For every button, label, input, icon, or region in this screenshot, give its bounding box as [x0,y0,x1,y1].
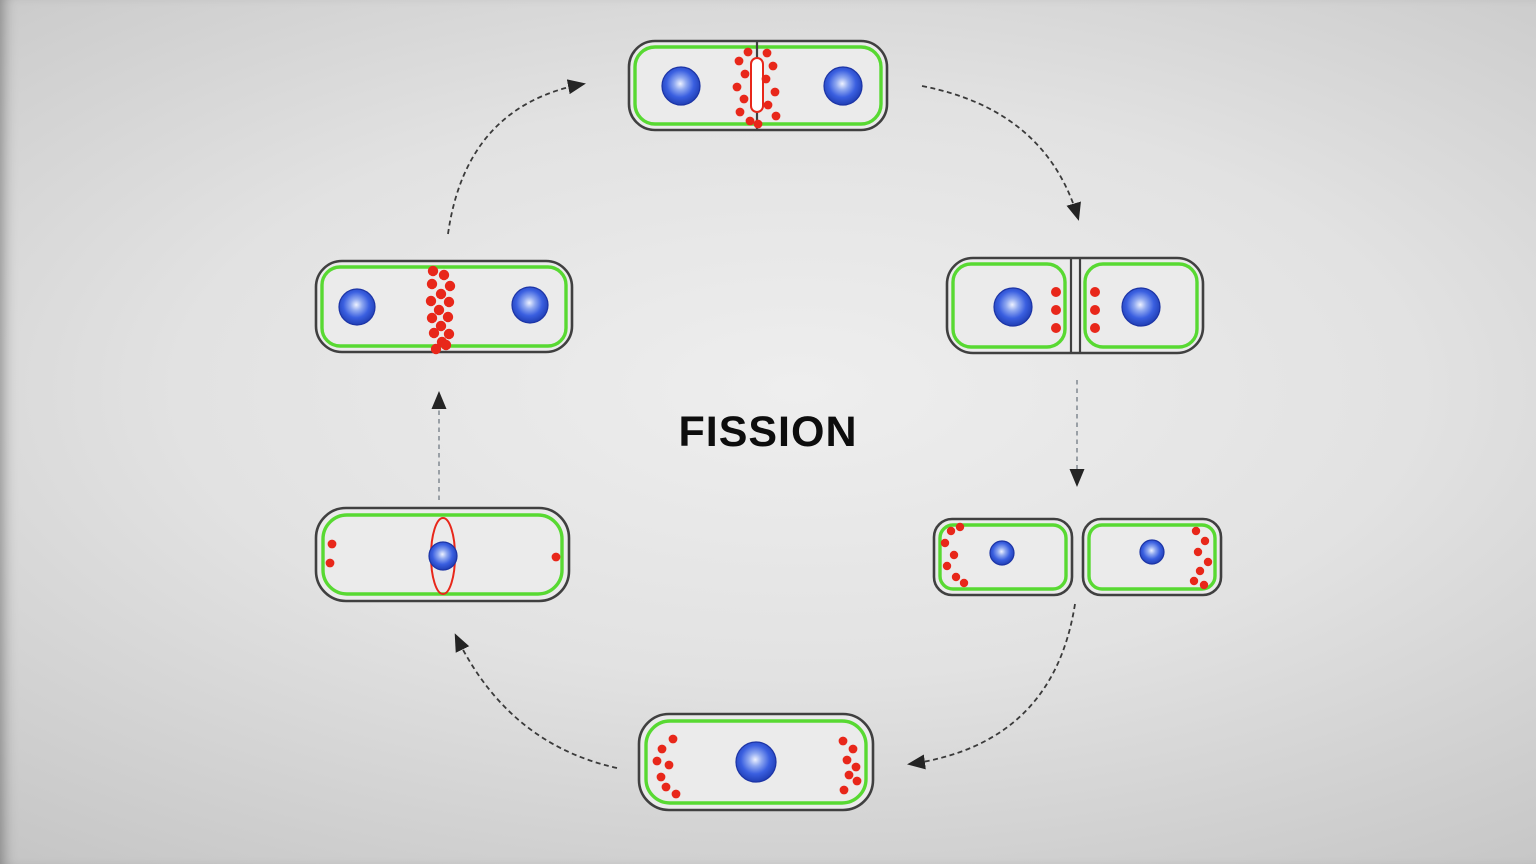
nucleoid-dot [839,785,849,795]
cell-stage-constriction-ring-left [314,506,571,603]
nucleoid-dot [435,288,447,300]
nucleoid-dot [771,111,781,121]
nucleoid-dot [1051,287,1061,297]
arrow-upperleft-to-top [447,79,586,235]
nucleoid-dot [848,744,858,754]
nucleoid-dot [732,82,742,92]
nucleoid-dot [433,304,445,316]
septum-capsule [750,57,764,113]
nucleoid-dot [1191,526,1201,536]
nucleoid-dot [1203,557,1213,567]
nucleus [661,66,701,106]
nucleoid-dot [551,552,561,562]
nucleoid-dot [671,789,681,799]
nucleoid-dot [851,762,861,772]
nucleoid-dot [842,755,852,765]
nucleoid-dot [1090,305,1100,315]
nucleus [993,287,1033,327]
cell-stage-septum-forming-top [627,39,889,132]
nucleoid-dot [949,550,959,560]
nucleoid-dot [1051,323,1061,333]
nucleoid-dot [838,736,848,746]
nucleoid-dot [657,744,667,754]
nucleus [511,286,549,324]
nucleoid-dot [664,760,674,770]
nucleoid-dot [426,312,438,324]
nucleus [735,741,777,783]
nucleoid-dot [652,756,662,766]
nucleoid-dot [735,107,745,117]
nucleoid-dot [753,119,763,129]
cell-stage-two-compartments-right [945,256,1205,355]
nucleus [428,541,458,571]
nucleoid-dot [743,47,753,57]
cell-stage-single-nucleus-bottom [637,712,875,812]
nucleoid-dot [430,343,442,355]
nucleoid-dot [1051,305,1061,315]
arrow-daughters-to-bottom [907,603,1076,770]
nucleoid-dot [1189,576,1199,586]
diagram-title: FISSION [678,408,858,456]
nucleoid-dot [761,74,771,84]
nucleus [989,540,1015,566]
nucleoid-dot [426,278,438,290]
nucleoid-dot [1090,287,1100,297]
nucleoid-dot [425,295,437,307]
nucleoid-dot [942,561,952,571]
nucleoid-dot [1090,323,1100,333]
nucleoid-dot [440,339,452,351]
nucleoid-dot [1195,566,1205,576]
nucleoid-dot [443,296,455,308]
nucleoid-dot [1193,547,1203,557]
nucleoid-dot [763,100,773,110]
cell-stage-dna-replication-upper-left [314,259,574,355]
cell-membrane [1087,523,1217,591]
arrow-top-to-upperright [921,85,1081,221]
nucleoid-dot [959,578,969,588]
nucleoid-dot [740,69,750,79]
nucleoid-dot [1200,536,1210,546]
nucleoid-dot [768,61,778,71]
nucleoid-dot [427,265,439,277]
daughter-cell-left [932,517,1074,597]
nucleoid-dot [844,770,854,780]
nucleoid-dot [435,320,447,332]
nucleus [1121,287,1161,327]
nucleus [1139,539,1165,565]
nucleoid-dot [739,94,749,104]
cell-membrane [644,719,868,805]
nucleoid-dot [327,539,337,549]
nucleoid-dot [428,327,440,339]
nucleoid-dot [745,116,755,126]
nucleoid-dot [668,734,678,744]
nucleoid-dot [734,56,744,66]
nucleoid-dot [442,311,454,323]
nucleoid-dot [940,538,950,548]
daughter-cell-right [1081,517,1223,597]
nucleus [823,66,863,106]
nucleoid-dot [325,558,335,568]
nucleoid-dot [852,776,862,786]
nucleoid-dot [661,782,671,792]
nucleoid-dot [656,772,666,782]
nucleoid-dot [770,87,780,97]
cell-membrane [1083,262,1199,349]
cell-membrane [951,262,1067,349]
nucleoid-dot [438,269,450,281]
nucleus [338,288,376,326]
arrow-bottom-to-lowerleft [454,633,618,769]
nucleoid-dot [444,280,456,292]
nucleoid-dot [443,328,455,340]
nucleoid-dot [951,572,961,582]
nucleoid-dot [762,48,772,58]
nucleoid-dot [955,522,965,532]
nucleoid-dot [946,526,956,536]
cell-membrane [938,523,1068,591]
nucleoid-dot [1199,580,1209,590]
